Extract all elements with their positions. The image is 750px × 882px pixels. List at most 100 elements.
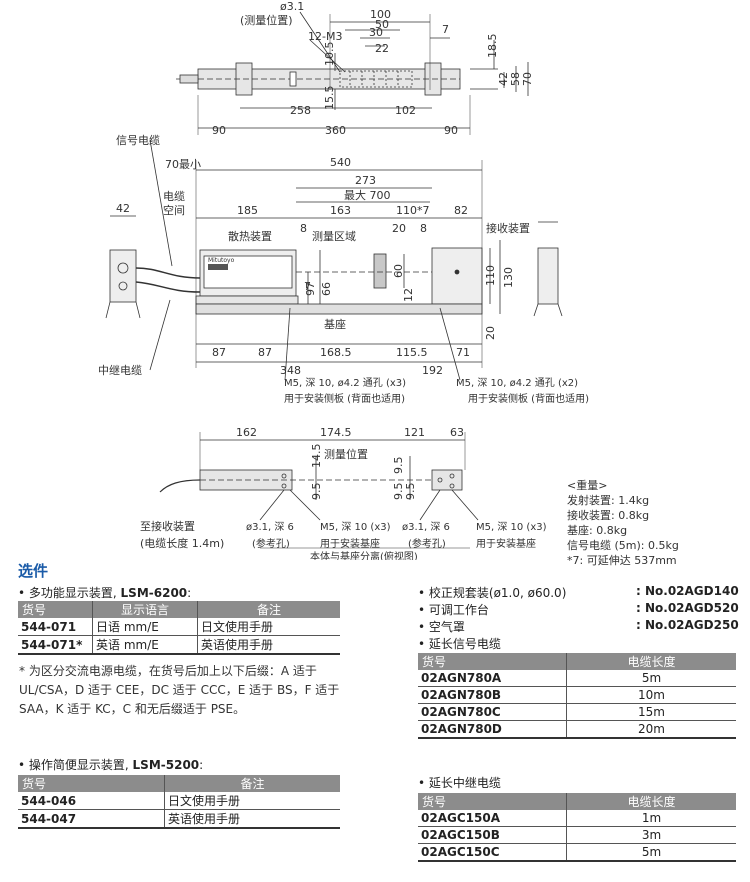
dim-348: 348 (280, 364, 301, 377)
dim-42-mid-left: 42 (116, 202, 130, 215)
measure-pos-top: (测量位置) (240, 13, 293, 27)
dim-87-b: 87 (258, 346, 272, 359)
dim-192: 192 (422, 364, 443, 377)
lsm5200-heading: • 操作简便显示装置, LSM-5200: (18, 758, 204, 772)
thread-label: 12-M3 (308, 30, 342, 43)
dim-9-5-d: 9.5 (404, 483, 417, 501)
weight-line: 基座: 0.8kg (567, 524, 628, 537)
hole-a-label: ø3.1, 深 6 (246, 521, 294, 533)
dim-58: 58 (509, 72, 522, 86)
dim-10-5: 10.5 (323, 42, 336, 67)
dim-15-5: 15.5 (323, 86, 336, 111)
dim-115-5: 115.5 (396, 346, 428, 359)
dim-7-mid: 7 (304, 280, 311, 293)
hole-b-label: ø3.1, 深 6 (402, 521, 450, 533)
dim-30: 30 (369, 26, 383, 39)
table-row: 544-071* 英语 mm/E 英语使用手册 (18, 635, 340, 655)
weight-line: 接收装置: 0.8kg (567, 509, 650, 522)
dim-9-5-b: 9.5 (310, 483, 323, 501)
relay-ext-heading: • 延长中继电缆 (418, 776, 501, 790)
m5-b-label: M5, 深 10 (x3) (476, 521, 547, 533)
base-label: 基座 (324, 317, 346, 331)
accessory-row: • 空气罩 : No.02AGD250 (418, 618, 739, 634)
dim-8-a: 8 (300, 222, 307, 235)
cable-len-label: (电缆长度 1.4m) (140, 536, 224, 550)
measure-pos-bottom: 测量位置 (324, 447, 368, 461)
lsm5200-model: LSM-5200 (132, 758, 200, 772)
dim-185: 185 (237, 204, 258, 217)
dim-12: 12 (402, 288, 415, 302)
dim-110-mid: 110 (484, 265, 497, 286)
dim-42-top: 42 (497, 72, 510, 86)
table-row: 544-047 英语使用手册 (18, 809, 340, 829)
front-view (105, 139, 563, 381)
options-title: 选件 (18, 562, 49, 580)
cable-space-2: 空间 (163, 203, 185, 217)
suffix-note: * 为区分交流电源电缆，在货号后加上以下后缀：A 适于 UL/CSA，D 适于 … (19, 664, 340, 716)
accessory-row: • 可调工作台 : No.02AGD520 (418, 601, 739, 617)
lsm6200-table: 货号 显示语言 备注 544-071 日语 mm/E 日文使用手册 544-07… (18, 601, 340, 655)
dim-163: 163 (330, 204, 351, 217)
table-row: 544-046 日文使用手册 (18, 792, 340, 810)
dim-258: 258 (290, 104, 311, 117)
weight-line: 信号电缆 (5m): 0.5kg (567, 539, 679, 552)
dim-90-right: 90 (444, 124, 458, 137)
dim-82: 82 (454, 204, 468, 217)
dim-60: 60 (392, 264, 405, 278)
m5-b-sub: 用于安装基座 (476, 537, 536, 550)
receiver-label: 接收装置 (486, 221, 530, 235)
weight-title: <重量> (567, 479, 608, 492)
dim-20-mid: 20 (392, 222, 406, 235)
mount-note-1: 用于安装侧板 (背面也适用) (284, 392, 405, 405)
table-row: 544-071 日语 mm/E 日文使用手册 (18, 618, 340, 636)
dim-540: 540 (330, 156, 351, 169)
weight-line: 发射装置: 1.4kg (567, 494, 650, 507)
signal-cable-label: 信号电缆 (116, 134, 160, 147)
dim-87-a: 87 (212, 346, 226, 359)
weight-line: *7: 可延伸达 537mm (567, 554, 677, 567)
hole-a-sub: (参考孔) (252, 537, 290, 550)
dim-14-5: 14.5 (310, 444, 323, 469)
col-header: 显示语言 (92, 601, 198, 618)
dim-102: 102 (395, 104, 416, 117)
technical-drawing: ø3.1 (测量位置) 12-M3 100 50 30 22 7 18.5 10… (98, 0, 589, 560)
plan-view (159, 432, 479, 549)
dim-162: 162 (236, 426, 257, 439)
heat-sink-label: 散热装置 (228, 229, 272, 243)
hole-note-1: M5, 深 10, ø4.2 通孔 (x3) (284, 377, 406, 389)
col-header: 备注 (197, 601, 340, 618)
dim-70-top: 70 (521, 72, 534, 86)
col-header: 货号 (418, 653, 567, 670)
dim-8-b: 8 (420, 222, 427, 235)
brand-logo: Mitutoyo (208, 257, 235, 264)
mount-note-2: 用于安装侧板 (背面也适用) (468, 392, 589, 405)
dim-121: 121 (404, 426, 425, 439)
dim-130: 130 (502, 267, 515, 288)
dim-168-5: 168.5 (320, 346, 352, 359)
dim-90-left: 90 (212, 124, 226, 137)
hole-note-2: M5, 深 10, ø4.2 通孔 (x2) (456, 377, 578, 389)
measure-area-label: 测量区域 (312, 230, 356, 243)
lsm6200-heading: • 多功能显示装置, LSM-6200: (18, 586, 192, 600)
dim-97: 97 (304, 282, 317, 296)
dim-50: 50 (375, 18, 389, 31)
hole-b-sub: (参考孔) (408, 537, 446, 550)
dia-label-top: ø3.1 (280, 0, 304, 13)
dim-174-5: 174.5 (320, 426, 352, 439)
relay-cable-label: 中继电缆 (98, 364, 142, 377)
weight-block: <重量> 发射装置: 1.4kg 接收装置: 0.8kg 基座: 0.8kg 信… (567, 478, 679, 568)
col-header: 货号 (18, 601, 93, 618)
signal-ext-heading: • 延长信号电缆 (418, 637, 501, 651)
dim-9-5-a: 9.5 (392, 457, 405, 475)
dim-max700: 最大 700 (344, 188, 391, 202)
dim-20-right: 20 (484, 326, 497, 340)
col-header: 备注 (164, 775, 340, 792)
top-view (176, 11, 529, 135)
col-header: 电缆长度 (566, 793, 736, 810)
